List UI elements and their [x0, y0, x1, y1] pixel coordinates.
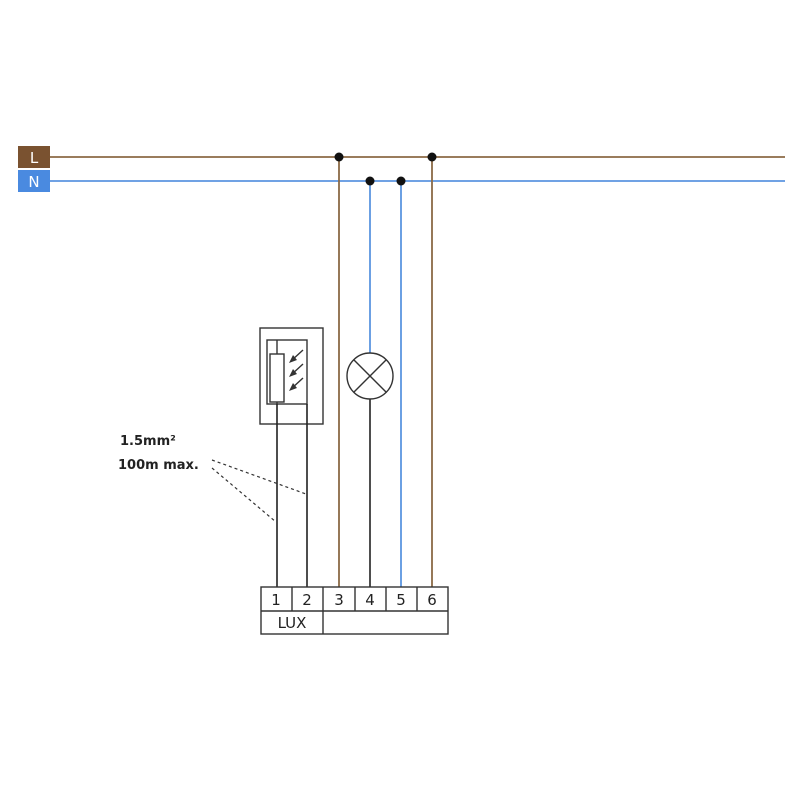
leader-line [211, 459, 307, 495]
cable-annotation: 1.5mm² 100m max. [118, 434, 307, 523]
neutral-badge: N [18, 170, 50, 192]
terminal-block: 1 2 3 4 5 6 LUX [260, 586, 449, 635]
leader-line [211, 467, 277, 523]
line-badge: L [18, 146, 50, 168]
terminal-2: 2 [302, 591, 312, 609]
cable-cross-section: 1.5mm² [120, 434, 176, 449]
terminal-4: 4 [365, 591, 375, 609]
junction-dot [427, 152, 437, 162]
terminal-5: 5 [396, 591, 406, 609]
junction-dot [396, 176, 406, 186]
lux-group-label: LUX [278, 614, 307, 632]
terminal-3: 3 [334, 591, 344, 609]
light-arrows-icon [289, 349, 304, 391]
cable-max-length: 100m max. [118, 458, 199, 473]
junction-dot [365, 176, 375, 186]
junction-dot [334, 152, 344, 162]
terminal-6: 6 [427, 591, 437, 609]
line-label: L [30, 149, 39, 167]
lamp-icon [346, 352, 394, 400]
terminal-1: 1 [271, 591, 281, 609]
neutral-label: N [28, 173, 39, 191]
light-sensor-icon [259, 327, 324, 425]
